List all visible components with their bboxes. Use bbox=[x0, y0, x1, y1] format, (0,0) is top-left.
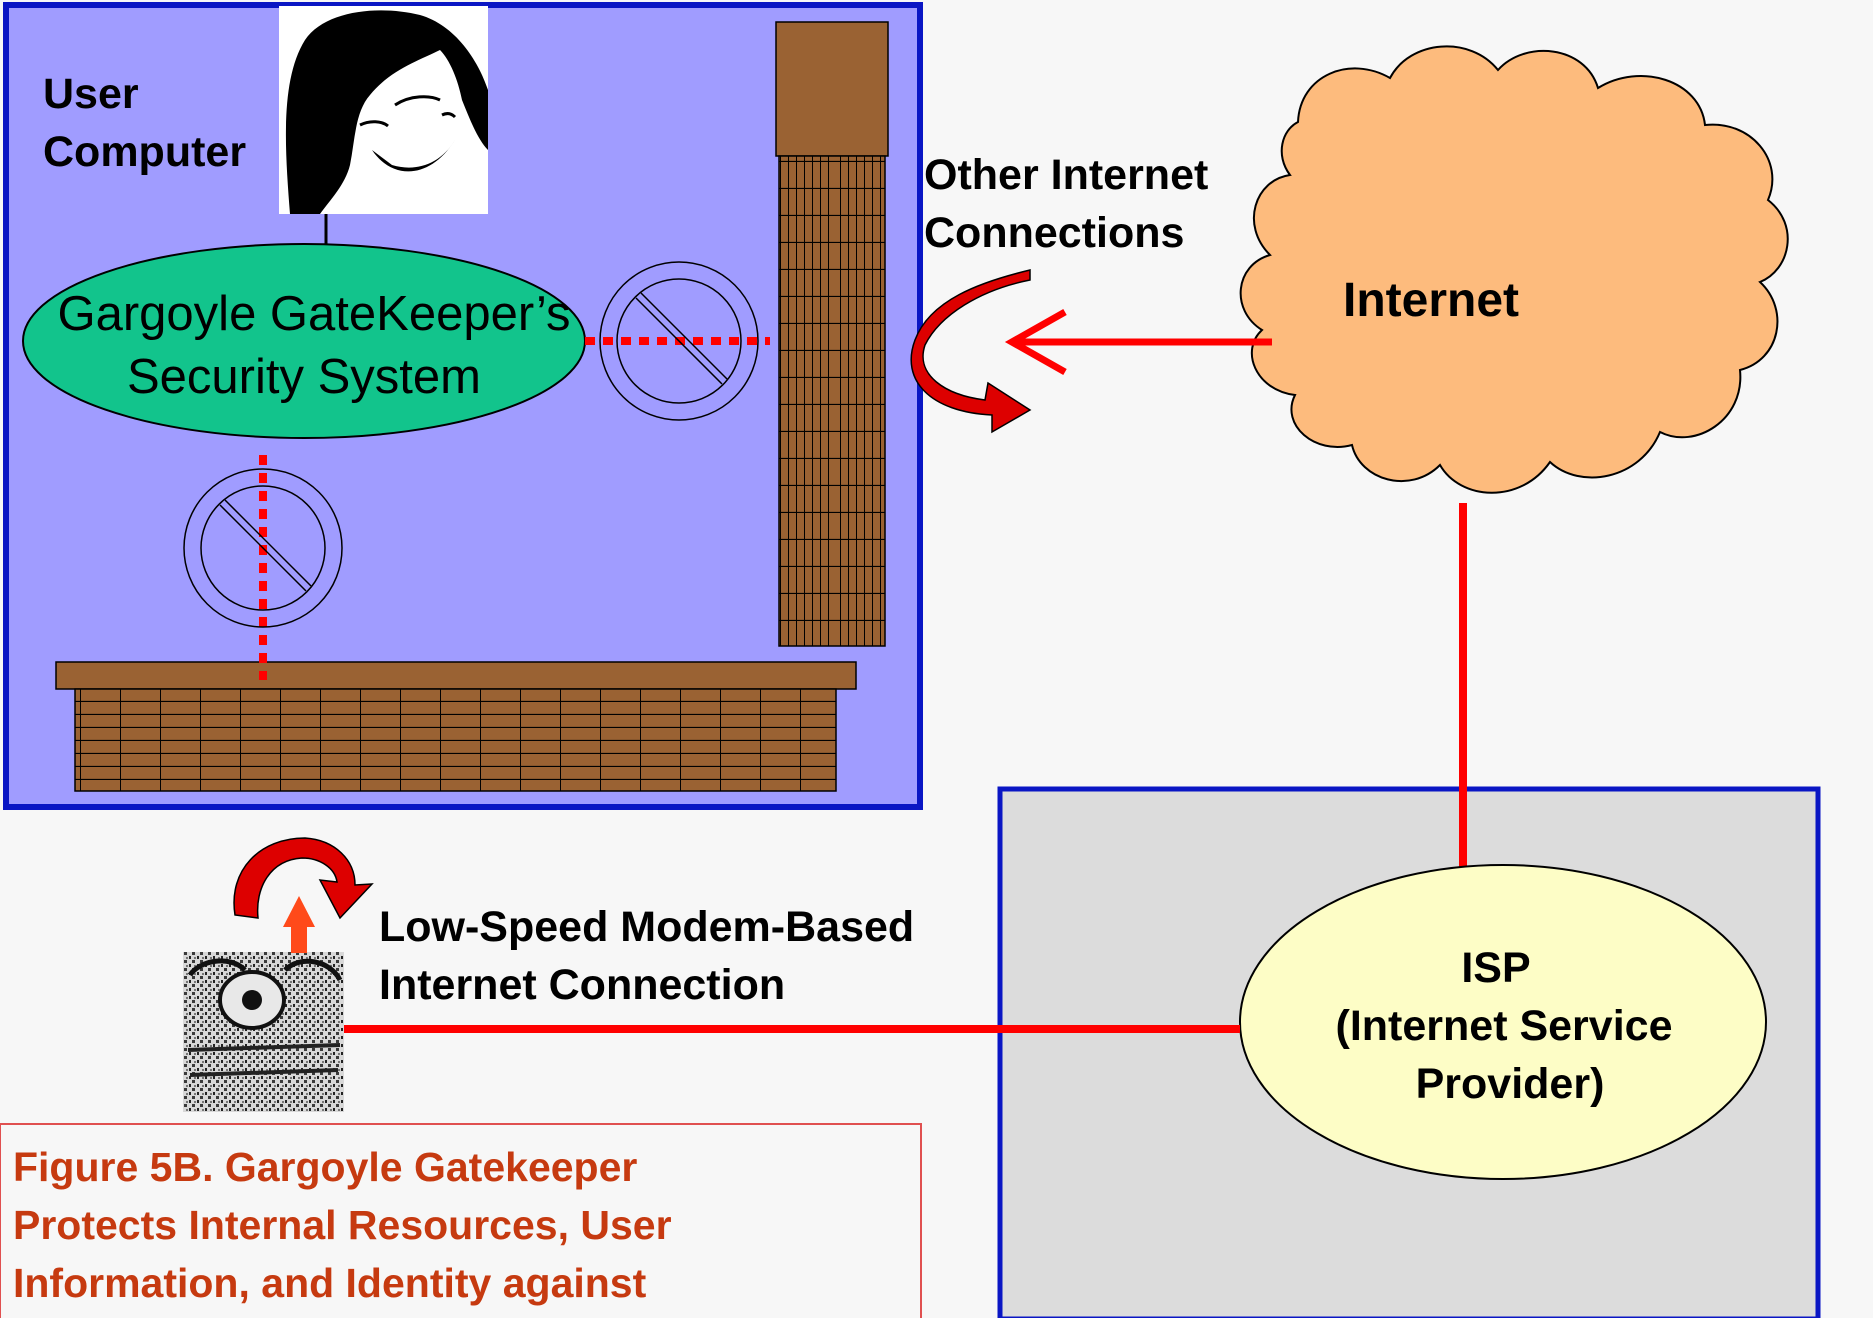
no-entry-icon bbox=[599, 261, 759, 421]
internet-label: Internet bbox=[1343, 274, 1519, 327]
caption-box bbox=[0, 1123, 922, 1318]
user-computer-label: User bbox=[43, 70, 139, 118]
security-system-label: Security System bbox=[127, 350, 481, 404]
user-computer-label: Computer bbox=[43, 128, 246, 176]
figure-caption: Protects Internal Resources, User bbox=[13, 1202, 672, 1248]
other-connections-label: Connections bbox=[924, 209, 1184, 257]
cloud-icon bbox=[1239, 45, 1789, 494]
modem-connection-label: Low-Speed Modem-Based bbox=[379, 903, 914, 951]
other-connections-label: Other Internet bbox=[924, 151, 1208, 199]
curved-arrow-icon bbox=[233, 837, 374, 920]
isp-ellipse bbox=[1239, 864, 1767, 1180]
no-entry-icon bbox=[183, 468, 343, 628]
horizontal-firewall bbox=[55, 661, 857, 792]
curved-arrow-icon bbox=[910, 269, 1032, 434]
telephone-modem-icon bbox=[183, 952, 344, 1112]
arrow-head-icon bbox=[1004, 308, 1067, 376]
vertical-firewall bbox=[775, 21, 889, 647]
woman-avatar-icon bbox=[279, 6, 488, 215]
security-system-label: Gargoyle GateKeeper’s bbox=[58, 287, 571, 341]
figure-caption: Information, and Identity against bbox=[13, 1260, 647, 1306]
up-arrow-icon bbox=[283, 896, 315, 953]
isp-label: ISP bbox=[1461, 944, 1530, 992]
isp-label: Provider) bbox=[1416, 1060, 1605, 1108]
security-system-ellipse bbox=[22, 243, 586, 439]
figure-caption: Figure 5B. Gargoyle Gatekeeper bbox=[13, 1144, 637, 1190]
modem-connection-label: Internet Connection bbox=[379, 961, 785, 1009]
isp-label: (Internet Service bbox=[1336, 1002, 1673, 1050]
